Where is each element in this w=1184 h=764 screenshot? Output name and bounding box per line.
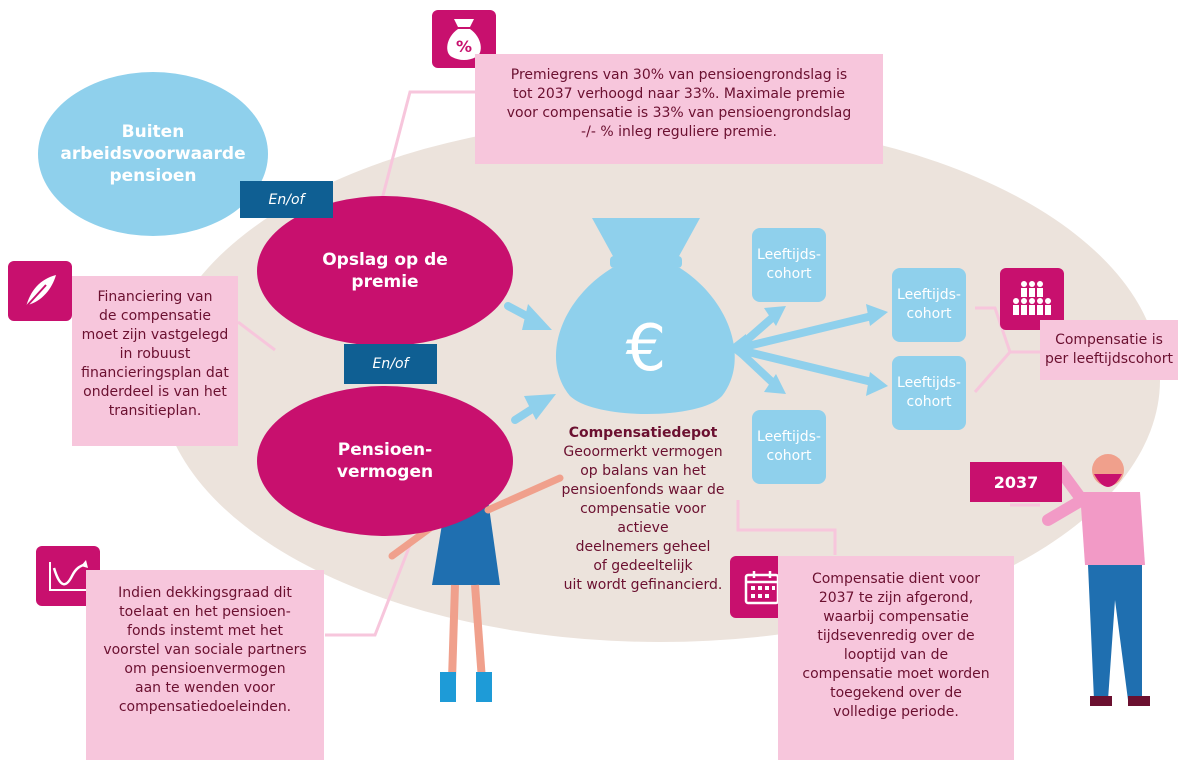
- arrowhead-opslag: [522, 304, 552, 330]
- depot-line: Geoormerkt vermogen: [563, 444, 723, 460]
- buiten-arbeidsvoorwaarde-ellipse: Buiten arbeidsvoorwaarde pensioen: [38, 72, 268, 236]
- financiering-line: transitieplan.: [108, 403, 202, 419]
- afgerond-line: looptijd van de: [843, 647, 949, 663]
- compensatiedepot-text: Compensatiedepot Geoormerkt vermogen op …: [538, 424, 748, 595]
- financiering-line: in robuust: [119, 346, 191, 362]
- cohort-label: Leeftijds-: [757, 429, 821, 445]
- premiegrens-line: voor compensatie is 33% van pensioengron…: [506, 105, 852, 121]
- financiering-line: Financiering van: [97, 289, 213, 305]
- connector-premie: [373, 90, 475, 227]
- dekkingsgraad-line: aan te wenden voor: [135, 680, 275, 696]
- depot-line: deelnemers geheel: [575, 539, 711, 555]
- arrow-out-top-right: [736, 312, 876, 352]
- financiering-line: de compensatie: [98, 308, 212, 324]
- afgerond-line: volledige periode.: [833, 704, 959, 720]
- opslag-line: premie: [351, 272, 419, 292]
- svg-text:€: €: [626, 312, 667, 386]
- opslag-line: Opslag op de: [322, 250, 448, 270]
- afgerond-line: tijdsevenredig over de: [817, 628, 975, 644]
- depot-line: uit wordt gefinancierd.: [563, 577, 723, 593]
- cohort-label: cohort: [766, 448, 812, 464]
- man-figure: [1042, 454, 1150, 706]
- connector-dekkingsgraad: [325, 544, 412, 637]
- depot-line: of gedeeltelijk: [593, 558, 693, 574]
- afgerond-line: waarbij compensatie: [823, 609, 969, 625]
- depot-title: Compensatiedepot: [568, 425, 718, 441]
- arrowhead-out-4: [866, 372, 888, 396]
- connector-financiering: [237, 320, 276, 352]
- svg-text:%: %: [456, 37, 472, 56]
- afgerond-line: toegekend over de: [830, 685, 962, 701]
- opslag-op-de-premie-ellipse: Opslag op de premie: [257, 196, 513, 346]
- depot-line: op balans van het: [580, 463, 706, 479]
- dekkingsgraad-line: om pensioenvermogen: [124, 661, 286, 677]
- dekkingsgraad-line: toelaat en het pensioen-: [119, 604, 291, 620]
- cohort-label: cohort: [766, 266, 812, 282]
- compensatie-cohort-line: Compensatie is: [1055, 332, 1163, 348]
- people-group-icon: [1000, 268, 1064, 330]
- cohort-label: cohort: [906, 394, 952, 410]
- arrowhead-in-left: [728, 334, 746, 362]
- dekkingsgraad-line: compensatiedoeleinden.: [118, 699, 292, 715]
- compensatie-cohort-line: per leeftijdscohort: [1045, 351, 1173, 367]
- arrowhead-out-3: [866, 304, 888, 326]
- cohort-label: Leeftijds-: [897, 375, 961, 391]
- cohort-box-4: Leeftijds-cohort: [892, 356, 966, 430]
- connector-afgerond: [736, 500, 837, 555]
- arrowhead-out-1: [764, 306, 786, 326]
- cohort-box-1: Leeftijds-cohort: [752, 228, 826, 302]
- premiegrens-box: Premiegrens van 30% van pensioengrondsla…: [475, 54, 883, 164]
- feather-icon: [8, 261, 72, 321]
- dekkingsgraad-line: Indien dekkingsgraad dit: [118, 585, 292, 601]
- depot-line: compensatie voor: [580, 501, 706, 517]
- pensioenvermogen-ellipse: Pensioen- vermogen: [257, 386, 513, 536]
- afgerond-line: 2037 te zijn afgerond,: [818, 590, 974, 606]
- buiten-line: Buiten: [121, 122, 185, 142]
- cohort-box-2: Leeftijds-cohort: [752, 410, 826, 484]
- pensioen-line: Pensioen-: [337, 440, 433, 460]
- euro-money-bag-icon: €: [555, 218, 735, 414]
- afgerond-line: Compensatie dient voor: [811, 571, 981, 587]
- arrowhead-pensioen: [524, 394, 556, 420]
- dekkingsgraad-box: Indien dekkingsgraad dit toelaat en het …: [86, 570, 324, 760]
- year-2037-badge: 2037: [970, 462, 1062, 502]
- connector-cohort-bracket-lower: [973, 351, 1012, 393]
- cohort-label: Leeftijds-: [757, 247, 821, 263]
- arrowhead-out-2: [764, 374, 786, 394]
- dekkingsgraad-line: fonds instemt met het: [127, 623, 283, 639]
- financiering-line: moet zijn vastgelegd: [81, 327, 229, 343]
- arrow-out-bottom-right: [736, 346, 876, 386]
- depot-line: actieve: [617, 520, 669, 536]
- dekkingsgraad-line: voorstel van sociale partners: [103, 642, 307, 658]
- buiten-line: pensioen: [109, 166, 197, 186]
- cohort-label: Leeftijds-: [897, 287, 961, 303]
- cohort-box-3: Leeftijds-cohort: [892, 268, 966, 342]
- premiegrens-line: Premiegrens van 30% van pensioengrondsla…: [510, 67, 848, 83]
- afgerond-line: compensatie moet worden: [802, 666, 990, 682]
- compensatie-per-cohort-box: Compensatie is per leeftijdscohort: [1040, 320, 1178, 380]
- buiten-line: arbeidsvoorwaarde: [60, 144, 246, 164]
- financiering-line: onderdeel is van het: [83, 384, 227, 400]
- en-of-label-middle: En/of: [344, 344, 437, 384]
- pensioen-line: vermogen: [336, 462, 434, 482]
- en-of-label-top: En/of: [240, 181, 333, 218]
- depot-line: pensioenfonds waar de: [561, 482, 725, 498]
- afgerond-2037-box: Compensatie dient voor 2037 te zijn afge…: [778, 556, 1014, 760]
- premiegrens-line: tot 2037 verhoogd naar 33%. Maximale pre…: [512, 86, 846, 102]
- premiegrens-line: -/- % inleg reguliere premie.: [581, 124, 777, 140]
- financiering-box: Financiering van de compensatie moet zij…: [72, 276, 238, 446]
- financiering-line: financieringsplan dat: [81, 365, 229, 381]
- cohort-label: cohort: [906, 306, 952, 322]
- connector-cohort-bracket: [975, 306, 1040, 354]
